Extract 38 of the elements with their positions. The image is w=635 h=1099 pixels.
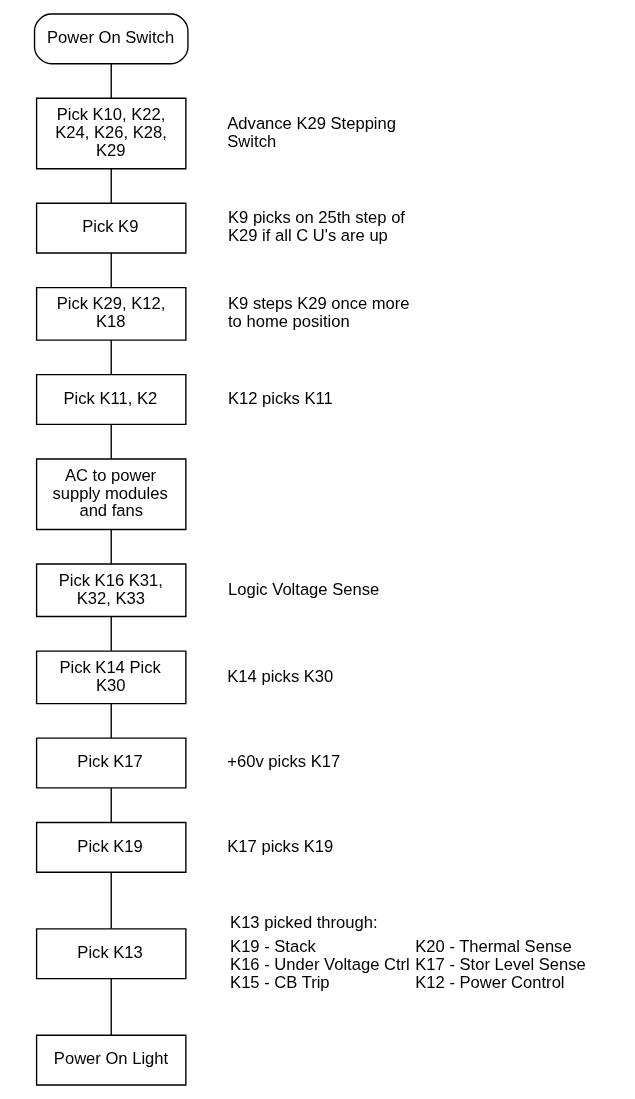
node-label: K17 - Stor Level Sense: [415, 954, 586, 974]
node-box: Pick K16 K31, K32, K33: [35, 563, 187, 618]
connector: [110, 529, 112, 565]
node-label: K15 - CB Trip: [230, 972, 330, 992]
connector: [110, 871, 112, 930]
node-label: K12 picks K11: [228, 388, 333, 408]
node-box: Pick K9: [35, 202, 187, 254]
node-box: Pick K13: [35, 928, 187, 980]
node-box: AC to power supply modules and fans: [35, 458, 187, 531]
node-label: K12 - Power Control: [415, 972, 565, 992]
node-label: +60v picks K17: [227, 752, 341, 772]
connector: [110, 977, 112, 1036]
node-box: Pick K19: [35, 821, 187, 873]
node-box: Pick K29, K12, K18: [35, 286, 187, 341]
node-label: K19 - Stack: [230, 936, 316, 956]
connector: [110, 787, 112, 823]
node-box: Pick K17: [35, 737, 187, 789]
connector: [110, 423, 112, 460]
connector: [110, 339, 112, 376]
node-box: Pick K10, K22, K24, K26, K28, K29: [35, 97, 187, 170]
node-label: K9 picks on 25th step of K29 if all C U's are up: [228, 208, 405, 246]
connector: [110, 63, 112, 99]
node-box: Power On Light: [35, 1034, 187, 1086]
node-label: K16 - Under Voltage Ctrl: [230, 954, 410, 974]
connector: [110, 168, 112, 204]
connector: [110, 616, 112, 652]
node-label: Logic Voltage Sense: [228, 579, 380, 599]
connector: [110, 252, 112, 289]
node-box: Power On Switch: [33, 13, 189, 65]
node-label: K13 picked through:: [230, 913, 378, 933]
node-label: K17 picks K19: [227, 836, 334, 856]
node-box: Pick K14 Pick K30: [35, 650, 187, 705]
node-label: K9 steps K29 once more to home position: [228, 294, 410, 332]
node-label: Advance K29 Stepping Switch: [227, 113, 396, 151]
node-box: Pick K11, K2: [35, 374, 187, 426]
node-label: K20 - Thermal Sense: [415, 936, 572, 956]
connector: [110, 702, 112, 739]
node-label: K14 picks K30: [227, 666, 334, 686]
